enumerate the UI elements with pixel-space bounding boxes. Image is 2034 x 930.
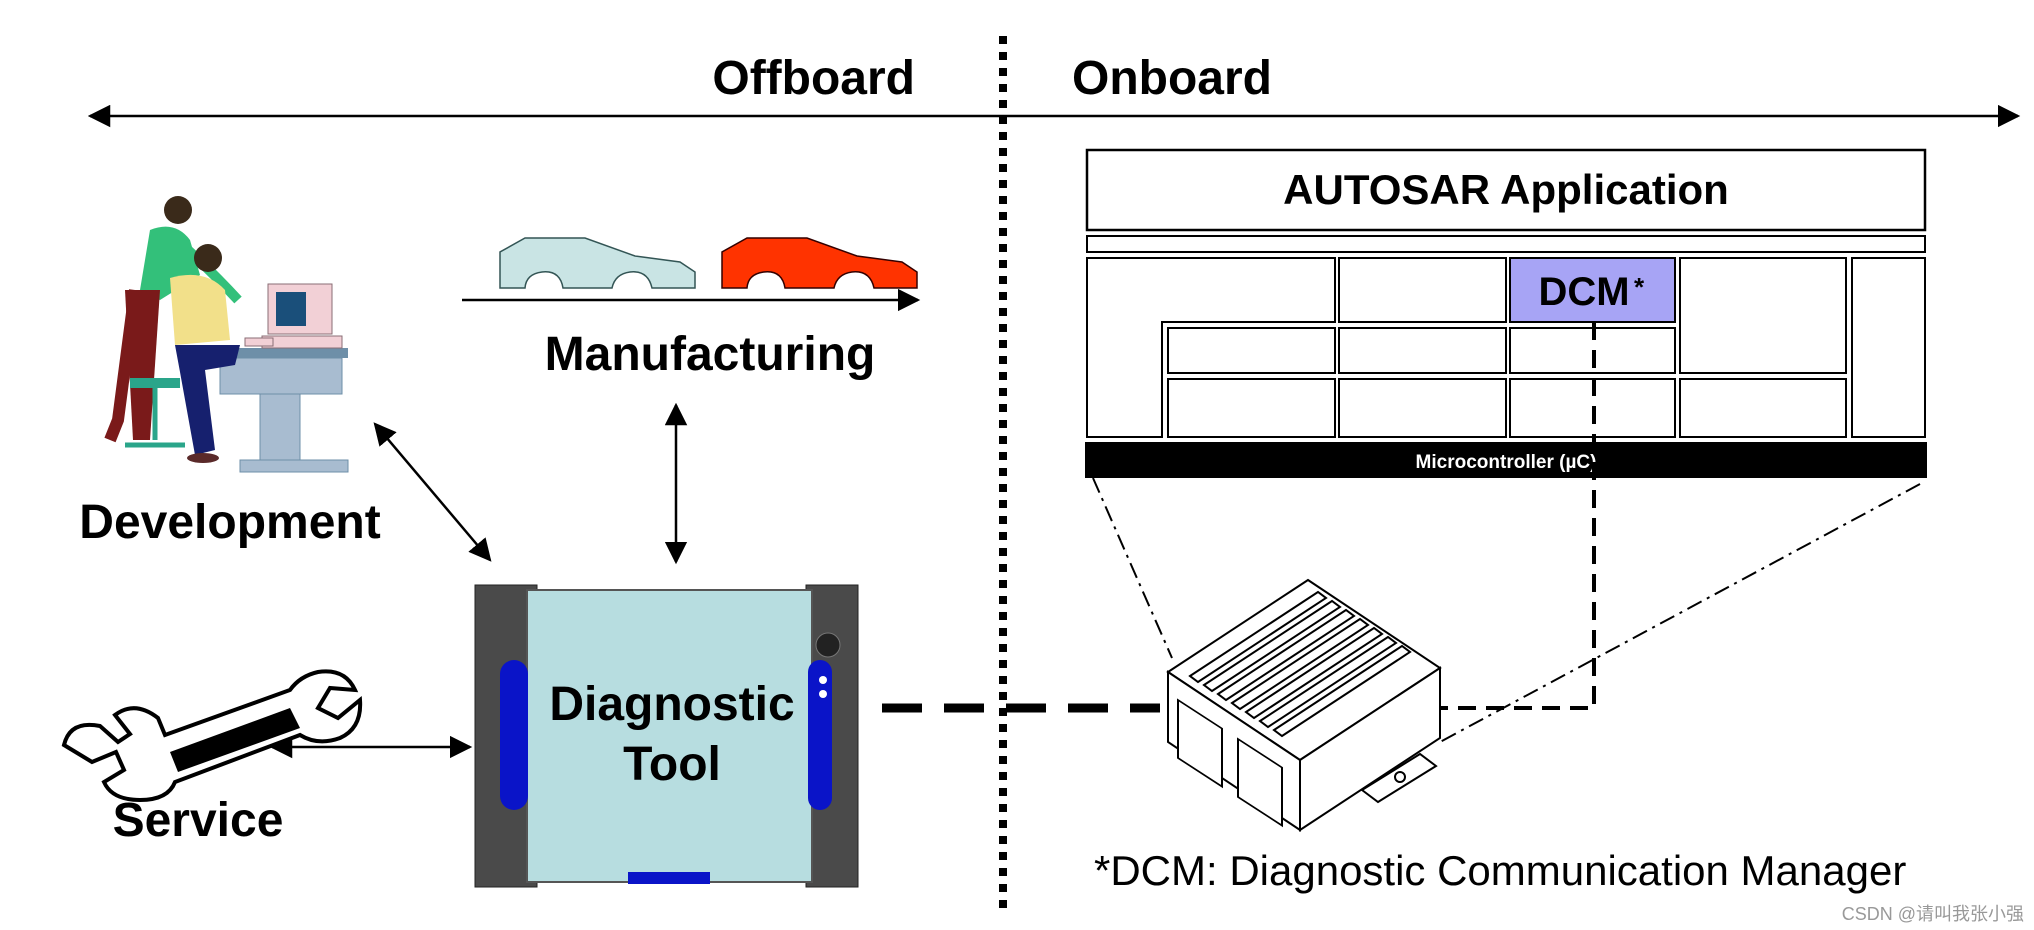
dcm-star: *: [1634, 272, 1645, 302]
cars-icon: [499, 237, 918, 289]
people-at-computer-icon: [104, 196, 349, 473]
dcm-ecu-path: [1432, 322, 1596, 710]
csdn-watermark: CSDN @请叫我张小强: [1842, 904, 2024, 924]
dcm-module: [1509, 257, 1676, 323]
manufacturing-label: Manufacturing: [545, 328, 876, 381]
dcm-label: DCM: [1538, 270, 1629, 314]
car-red: [721, 237, 918, 289]
wrench-icon: [61, 669, 363, 803]
autosar-application-label: AUTOSAR Application: [1283, 166, 1729, 213]
offboard-label: Offboard: [712, 52, 915, 105]
development-tool-arrow: [373, 422, 492, 562]
ecu-module-icon: [1166, 578, 1442, 832]
rte-layer: [1086, 235, 1926, 253]
development-label: Development: [79, 496, 380, 549]
bsw-outer-block: [1086, 257, 1336, 438]
autosar-application-box: [1085, 148, 1927, 232]
zoom-line-left: [1092, 477, 1173, 659]
diagnostic-tool-device: [474, 584, 859, 888]
dcm-footnote: *DCM: Diagnostic Communication Manager: [1094, 847, 1906, 894]
zoom-line-right: [1439, 483, 1921, 743]
car-light: [499, 237, 696, 289]
diagnostic-tool-label-line1: Diagnostic: [549, 678, 794, 731]
service-label: Service: [113, 794, 284, 847]
onboard-label: Onboard: [1072, 52, 1272, 105]
diagnostic-tool-label-line2: Tool: [623, 738, 721, 791]
microcontroller-bar: [1085, 442, 1927, 478]
microcontroller-label: Microcontroller (µC): [1416, 452, 1597, 473]
autosar-architecture: [1085, 148, 1927, 478]
